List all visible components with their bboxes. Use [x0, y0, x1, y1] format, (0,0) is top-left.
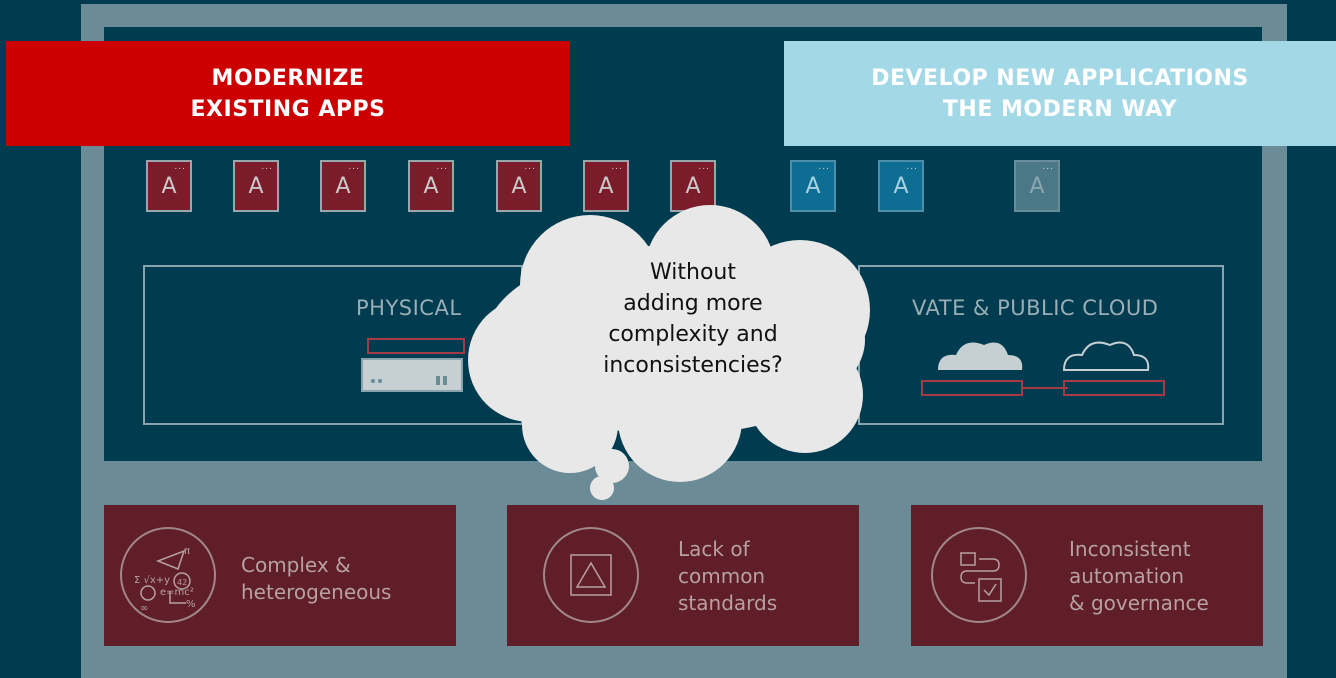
svg-text:42: 42 — [177, 578, 187, 587]
svg-text:π: π — [184, 546, 190, 557]
physical-label: PHYSICAL — [356, 296, 462, 320]
thought-bubble — [468, 205, 870, 500]
challenge-card-standards: Lack of common standards — [507, 505, 859, 646]
thought-bubble-text: Without adding more complexity and incon… — [603, 260, 783, 378]
app-tile-modernize: ...A — [496, 160, 542, 212]
challenge-card-automation: Inconsistent automation & governance — [911, 505, 1263, 646]
challenge-text: Complex & heterogeneous — [241, 553, 392, 604]
app-tile-faded: ...A — [1014, 160, 1060, 212]
challenge-text: Inconsistent automation & governance — [1069, 537, 1209, 615]
challenge-text: Lack of common standards — [678, 537, 778, 615]
modernize-banner: MODERNIZE EXISTING APPS — [6, 41, 570, 146]
svg-text:Σ √x+y: Σ √x+y — [134, 575, 170, 586]
app-tile-modernize: ...A — [146, 160, 192, 212]
workflow-checkbox-icon — [931, 527, 1027, 623]
app-tile-new: ...A — [878, 160, 924, 212]
svg-text:%: % — [186, 599, 196, 610]
app-tile-modernize: ...A — [408, 160, 454, 212]
develop-banner: DEVELOP NEW APPLICATIONS THE MODERN WAY — [784, 41, 1336, 146]
app-tile-modernize: ...A — [583, 160, 629, 212]
app-tile-new: ...A — [790, 160, 836, 212]
svg-text:∞: ∞ — [140, 603, 148, 614]
math-formulas-icon: π Σ √x+y 42 e=mc² ∞ % — [120, 527, 216, 623]
cloud-servers-icon — [921, 341, 1165, 396]
triangle-square-icon — [543, 527, 639, 623]
challenge-card-complex: π Σ √x+y 42 e=mc² ∞ % Complex & heteroge… — [104, 505, 456, 646]
svg-text:e=mc²: e=mc² — [160, 587, 194, 598]
server-icon — [361, 338, 465, 392]
app-tile-modernize: ...A — [320, 160, 366, 212]
cloud-label: VATE & PUBLIC CLOUD — [912, 296, 1159, 320]
app-tile-modernize: ...A — [233, 160, 279, 212]
